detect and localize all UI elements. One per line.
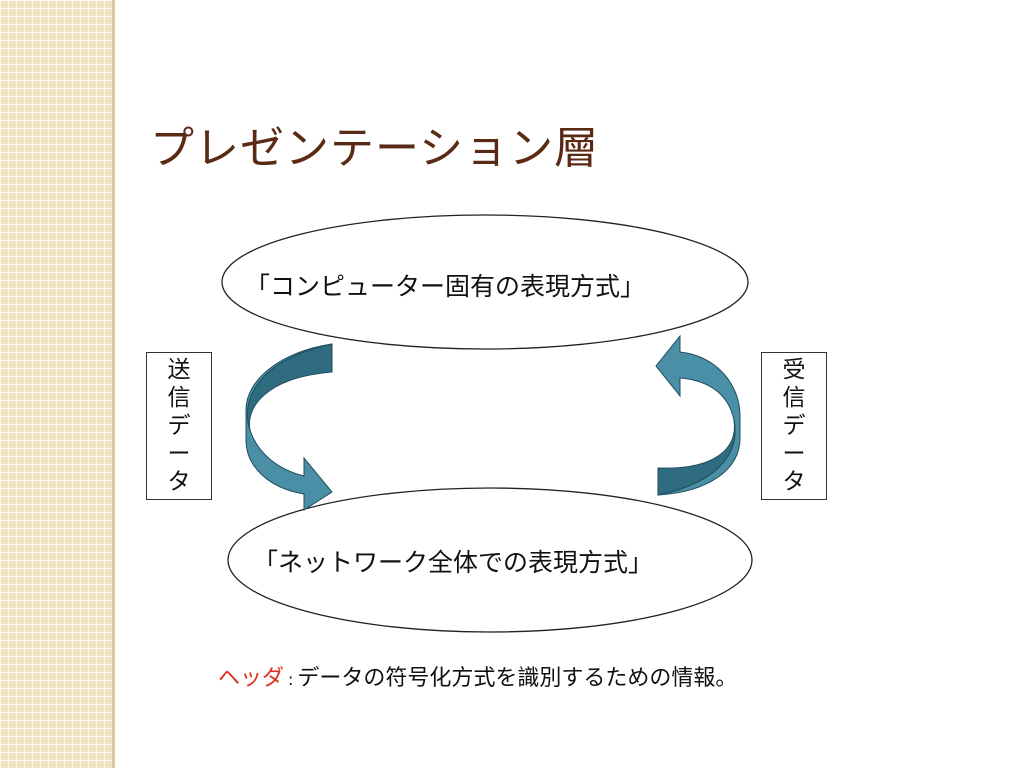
header-footnote: ヘッダ:データの符号化方式を識別するための情報。 (218, 660, 737, 692)
send-box-char: ー (167, 441, 191, 467)
receive-box-char: デ (782, 413, 806, 439)
bottom-ellipse (227, 487, 753, 633)
send-box-char: デ (167, 413, 191, 439)
top-ellipse-label: 「コンピューター固有の表現方式」 (245, 272, 646, 301)
footnote-text: データの符号化方式を識別するための情報。 (297, 666, 738, 691)
slide-title: プレゼンテーション層 (150, 123, 600, 174)
side-strip-edge (112, 0, 115, 768)
receive-data-box: 受 信 デ ー タ (761, 352, 827, 500)
receive-arrow-icon (655, 334, 741, 496)
send-arrow-icon (245, 343, 333, 511)
send-box-char: 送 (167, 357, 191, 383)
top-ellipse (221, 214, 749, 350)
decorative-side-strip (0, 0, 112, 768)
receive-box-char: 信 (782, 385, 806, 411)
footnote-separator: : (288, 670, 294, 689)
send-data-box: 送 信 デ ー タ (146, 352, 212, 500)
send-box-char: 信 (167, 385, 191, 411)
bottom-ellipse-label: 「ネットワーク全体での表現方式」 (253, 548, 654, 577)
footnote-term: ヘッダ (218, 666, 285, 691)
receive-box-char: タ (782, 469, 806, 495)
send-box-char: タ (167, 469, 191, 495)
receive-box-char: ー (782, 441, 806, 467)
receive-box-char: 受 (782, 357, 806, 383)
